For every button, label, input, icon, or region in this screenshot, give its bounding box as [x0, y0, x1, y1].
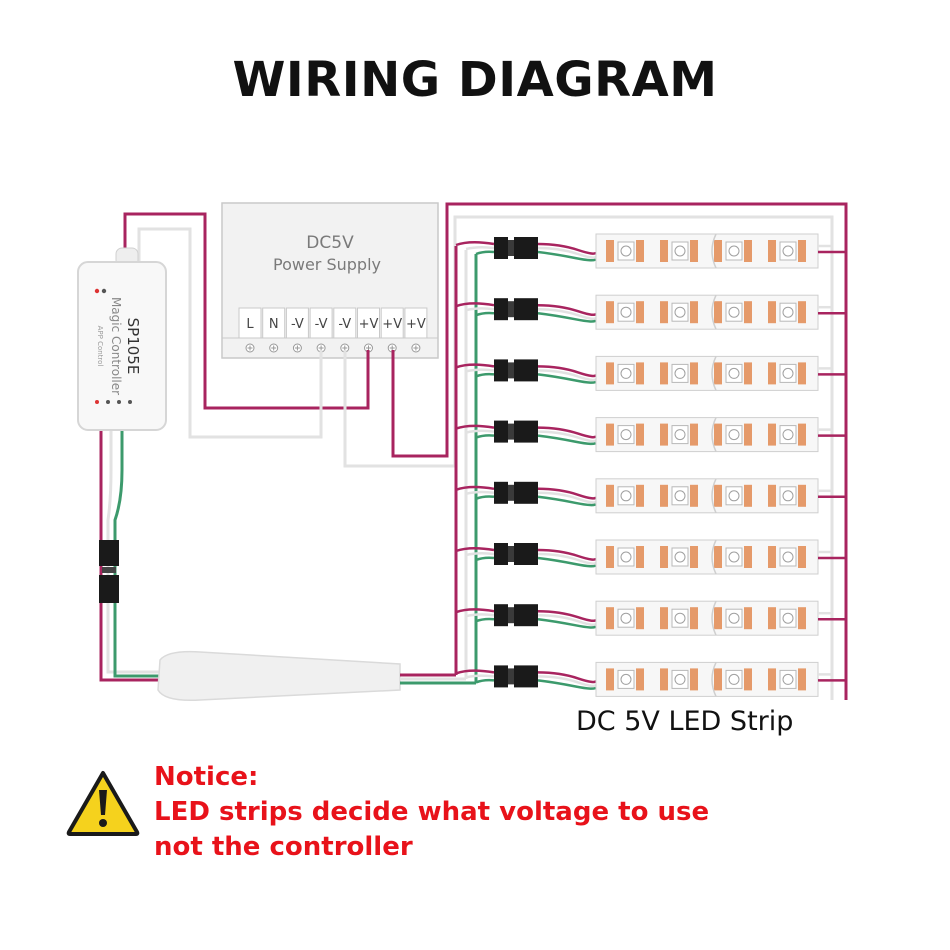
controller-cable-connector — [99, 540, 119, 603]
led-strip-row — [455, 600, 846, 636]
led-strip-row — [455, 417, 846, 453]
terminal-5: -V — [333, 307, 357, 353]
terminal-8: +V — [404, 307, 428, 353]
led-strip-row — [455, 294, 846, 330]
led-strip — [595, 417, 819, 453]
strip-connector — [494, 481, 538, 504]
splitter-hub — [157, 650, 401, 702]
led-strip — [595, 661, 819, 697]
strip-connector — [494, 237, 538, 259]
terminal-label: -V — [315, 317, 328, 332]
led-strip-row — [455, 661, 846, 697]
terminal-1: L — [238, 307, 262, 353]
strip-connector — [494, 665, 538, 688]
notice-line-1: LED strips decide what voltage to use — [154, 797, 710, 827]
notice-heading: Notice: — [154, 762, 259, 792]
strip-connector — [494, 543, 538, 565]
led-strip-row — [455, 539, 846, 575]
strip-connector — [494, 420, 538, 443]
led-strip — [595, 294, 819, 330]
terminal-2: N — [262, 307, 286, 353]
led-strip — [595, 600, 819, 636]
led-strip-row — [455, 355, 846, 391]
led-strips — [455, 233, 846, 697]
terminal-label: +V — [406, 317, 426, 332]
controller-subtitle: APP Control — [96, 326, 104, 367]
controller-model: SP105E — [124, 318, 142, 375]
power-supply-title: DC5V — [306, 233, 354, 253]
strip-connector — [494, 359, 538, 382]
led-strip-label: DC 5V LED Strip — [576, 706, 794, 737]
terminal-label: L — [246, 317, 254, 332]
power-supply-subtitle: Power Supply — [273, 255, 381, 274]
terminal-3: -V — [285, 307, 309, 353]
controller-output-cable — [99, 430, 160, 682]
notice-line-2: not the controller — [154, 832, 413, 862]
sp105e-controller: SP105E Magic Controller APP Control — [77, 247, 167, 431]
strip-connector — [494, 298, 538, 321]
led-strip — [595, 539, 819, 575]
led-strip-row — [455, 478, 846, 514]
page-title: WIRING DIAGRAM — [232, 52, 718, 108]
led-strip-row — [455, 233, 846, 269]
terminal-label: +V — [382, 317, 402, 332]
controller-brand: Magic Controller — [109, 297, 123, 395]
strip-connector — [494, 604, 538, 627]
led-strip — [595, 478, 819, 514]
terminal-label: +V — [359, 317, 379, 332]
splitter-trunk-wires — [400, 673, 476, 685]
terminal-label: N — [269, 317, 279, 332]
led-strip — [595, 233, 819, 269]
terminal-label: -V — [291, 317, 304, 332]
terminal-4: -V — [309, 307, 333, 353]
warning-icon — [66, 771, 140, 836]
led-strip — [595, 355, 819, 391]
terminal-label: -V — [338, 317, 351, 332]
